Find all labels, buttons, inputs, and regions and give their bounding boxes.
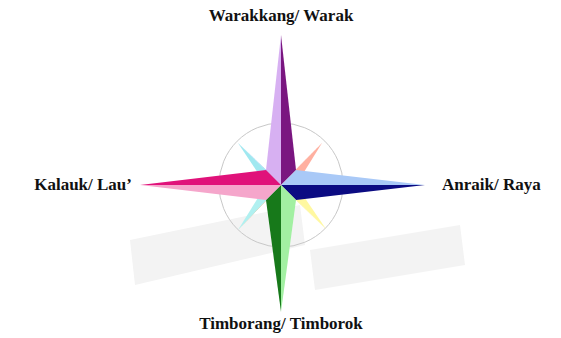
major-points bbox=[140, 35, 425, 312]
north-point bbox=[281, 35, 296, 185]
north-point bbox=[266, 35, 281, 185]
west-point bbox=[140, 170, 281, 185]
direction-label: Kalauk/ Lau’ bbox=[34, 175, 132, 195]
direction-label: Anraik/ Raya bbox=[442, 175, 541, 195]
west-point bbox=[140, 185, 281, 200]
east-point bbox=[281, 170, 425, 185]
east-point bbox=[281, 185, 425, 200]
south-point bbox=[266, 185, 281, 312]
south-point bbox=[281, 185, 296, 312]
watermark bbox=[130, 205, 465, 290]
watermark-band bbox=[310, 225, 465, 290]
direction-label: Timborang/ Timborok bbox=[199, 314, 363, 334]
direction-label: Warakkang/ Warak bbox=[209, 6, 354, 26]
